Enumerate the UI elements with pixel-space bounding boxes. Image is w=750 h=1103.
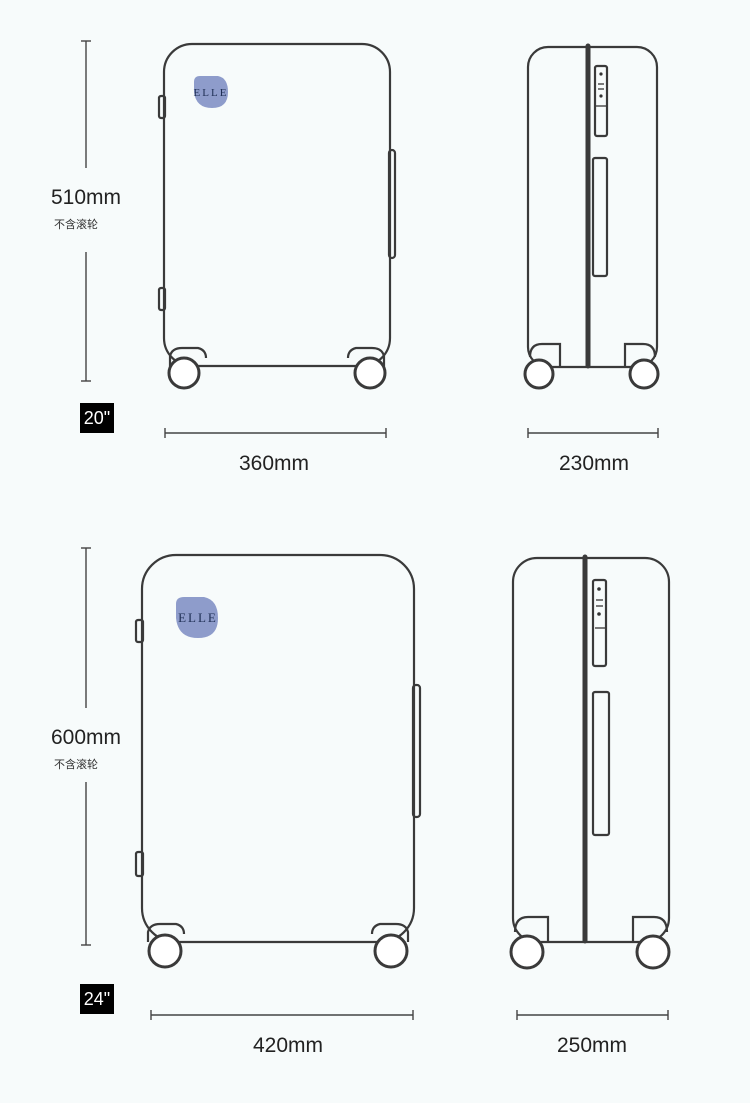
width-dimension-line-24: [150, 1010, 414, 1020]
size-badge-20: 20": [80, 403, 114, 433]
suitcase-front-view-20: ELLE: [157, 42, 397, 390]
width-label-24: 420mm: [252, 1034, 324, 1057]
width-label-20: 360mm: [238, 452, 310, 475]
elle-logo: ELLE: [194, 76, 229, 108]
depth-dimension-line-20: [527, 428, 659, 438]
height-dimension-line-24: [81, 547, 91, 946]
width-dimension-line-20: [164, 428, 387, 438]
depth-label-20: 230mm: [558, 452, 630, 475]
suitcase-side-view-20: [523, 43, 660, 390]
height-note-20: 不含滚轮: [54, 219, 98, 231]
height-label-20: 510mm: [50, 186, 122, 209]
height-label-24: 600mm: [50, 726, 122, 749]
suitcase-front-view-24: ELLE: [134, 553, 422, 969]
height-dimension-line-20: [81, 40, 91, 382]
svg-text:ELLE: ELLE: [194, 87, 229, 99]
suitcase-side-view-24: [509, 554, 671, 970]
svg-text:ELLE: ELLE: [178, 610, 218, 625]
elle-logo: ELLE: [176, 597, 218, 638]
size-badge-24: 24": [80, 984, 114, 1014]
height-note-24: 不含滚轮: [54, 759, 98, 771]
depth-label-24: 250mm: [556, 1034, 628, 1057]
depth-dimension-line-24: [516, 1010, 669, 1020]
